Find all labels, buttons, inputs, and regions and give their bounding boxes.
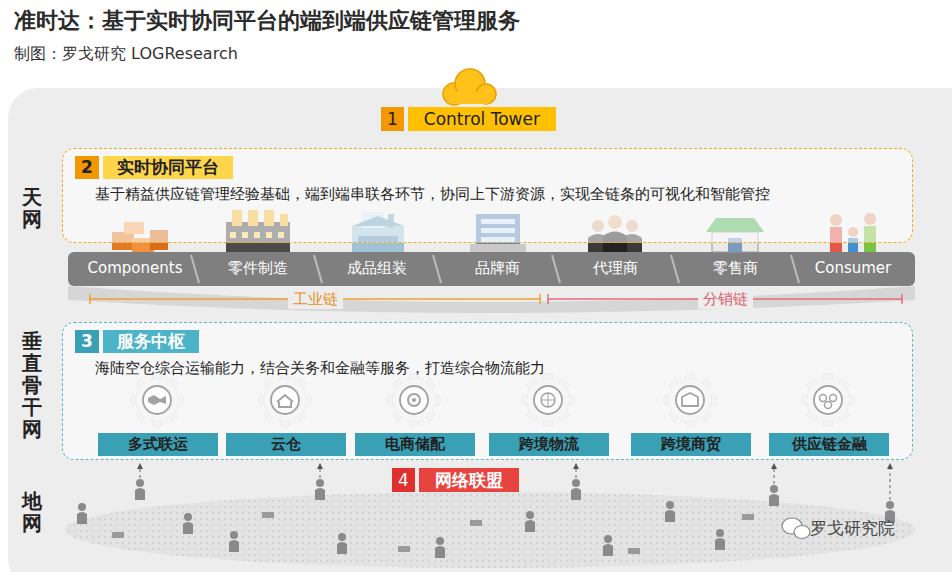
section-heading: 网络联盟 [419, 468, 519, 492]
service-hub-section: 多式联运云仓电商储配跨境物流跨境商贸供应链金融 3服务中枢海陆空仓综合运输能力，结… [62, 322, 913, 460]
section-heading: Control Tower [408, 107, 556, 131]
service-label: 跨境商贸 [631, 433, 751, 456]
section-body: 基于精益供应链管理经验基础，端到端串联各环节，协同上下游资源，实现全链条的可视化… [95, 185, 900, 204]
layer-label: 天网 [22, 186, 42, 230]
chain-stage: 品牌商 [475, 259, 520, 278]
chain-stage: 零件制造 [228, 259, 288, 278]
band-shadow [68, 286, 915, 313]
chain-stage: 代理商 [593, 259, 638, 278]
service-label: 电商储配 [355, 433, 475, 456]
chain-band-labels: Components 零件制造 成品组装 品牌商 代理商 零售商 Consumer [68, 252, 915, 286]
platform-section: 2实时协同平台基于精益供应链管理经验基础，端到端串联各环节，协同上下游资源，实现… [62, 148, 913, 243]
chain-stage: Components [88, 259, 183, 277]
callout-number: 4 [392, 468, 415, 492]
layer-label: 垂直骨干网 [22, 330, 42, 440]
service-gear: 跨境商贸 [631, 375, 751, 455]
service-gear: 跨境物流 [489, 375, 609, 455]
band-separators [191, 255, 799, 283]
chain-stage: Consumer [815, 259, 892, 277]
caption: 制图：罗戈研究 LOGResearch [14, 44, 238, 65]
wechat-logo [782, 518, 810, 539]
network-alliance-banner: 4网络联盟 [392, 468, 519, 492]
callout-number: 3 [75, 330, 99, 353]
service-label: 多式联运 [98, 433, 218, 456]
uplink-arrows [140, 466, 890, 500]
callout-number: 1 [381, 107, 404, 131]
service-gear: 电商储配 [355, 375, 475, 455]
trucks [112, 512, 754, 554]
service-label: 云仓 [226, 433, 346, 456]
section-heading: 实时协同平台 [103, 156, 233, 179]
panel [8, 88, 952, 572]
watermark: 罗戈研究院 [810, 517, 895, 540]
chain-stage: 零售商 [713, 259, 758, 278]
section-heading: 服务中枢 [103, 330, 199, 353]
title: 准时达：基于实时协同平台的端到端供应链管理服务 [14, 6, 520, 36]
service-gear: 云仓 [226, 375, 346, 455]
cloud-icon [443, 69, 496, 105]
service-label: 供应链金融 [769, 433, 889, 456]
chain-label: 分销链 [698, 290, 753, 309]
chain-stage: 成品组装 [347, 259, 407, 278]
service-label: 跨境物流 [489, 433, 609, 456]
service-gear: 供应链金融 [769, 375, 889, 455]
ground-map [65, 492, 915, 568]
layer-label: 地网 [22, 490, 42, 534]
map-texture [65, 492, 915, 568]
section-body: 海陆空仓综合运输能力，结合关务和金融等服务，打造综合物流能力 [95, 359, 900, 378]
control-tower-banner: 1Control Tower [381, 107, 556, 131]
chain-label: 工业链 [288, 290, 343, 309]
service-gear: 多式联运 [98, 375, 218, 455]
callout-number: 2 [75, 156, 99, 179]
chain-band [68, 252, 915, 286]
